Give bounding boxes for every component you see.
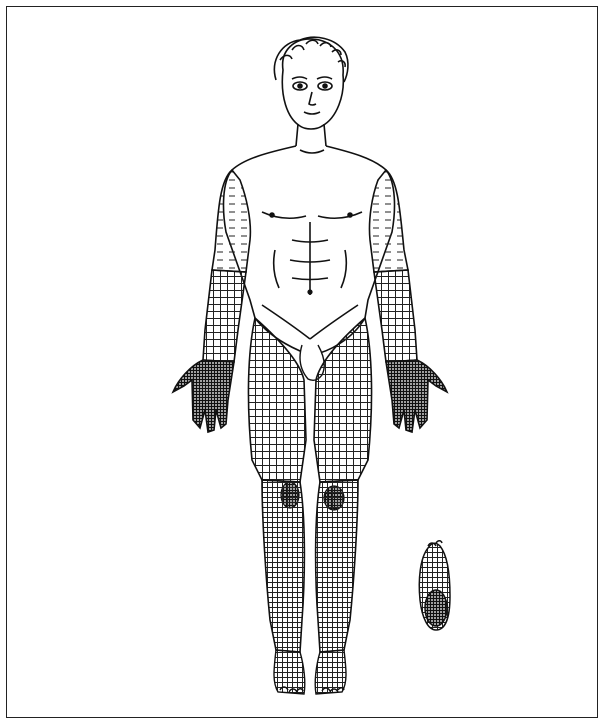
feet [274, 650, 346, 694]
lower-legs [262, 480, 358, 652]
head [274, 37, 348, 146]
foot-sole [419, 541, 450, 630]
